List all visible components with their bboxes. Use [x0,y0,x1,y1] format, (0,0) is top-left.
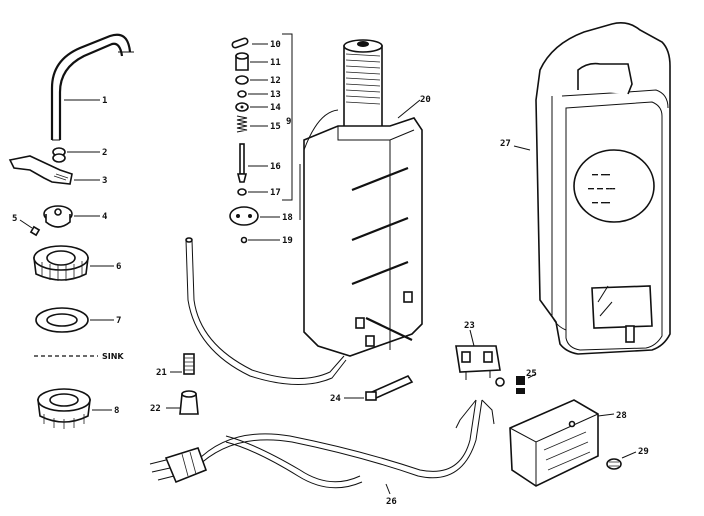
part-27-cover: ▬▬ ▬▬▬ ▬▬ ▬▬ ▬▬▬ ▬▬ ▬▬▬ [535,22,671,355]
part-15-spring [236,115,248,133]
leader-27 [513,145,531,151]
part-5-screw [29,225,41,237]
part-28-control-box [509,399,599,487]
callout-11: 11 [270,58,281,68]
callout-8: 8 [114,406,119,416]
callout-5: 5 [12,214,17,224]
callout-19: 19 [282,236,293,246]
part-8-lower-nut [37,388,91,429]
nameplate-line-3: ▬▬ ▬▬▬ [592,200,610,206]
callout-17: 17 [270,188,281,198]
callout-20: 20 [420,95,431,105]
part-11 [235,52,249,71]
callout-10: 10 [270,40,281,50]
leader-25 [527,373,537,379]
leader-28 [597,413,615,417]
leader-23 [469,329,475,347]
callout-2: 2 [102,148,107,158]
callout-9: 9 [286,117,291,127]
callout-1: 1 [102,96,107,106]
part-6-mounting-nut [33,245,89,281]
part-2-nut [52,147,66,163]
part-1-faucet-spout [50,33,134,141]
part-3-lever [8,155,73,185]
leader-26 [385,483,391,495]
part-22 [179,390,199,415]
callout-25: 25 [526,369,537,379]
part-25 [495,376,525,394]
part-29 [606,458,622,470]
callout-22: 22 [150,404,161,414]
bracket-9 [282,33,293,201]
part-19 [240,236,248,244]
callout-21: 21 [156,368,167,378]
nameplate-line-2: ▬▬ ▬▬ ▬▬▬ [588,186,615,192]
callout-12: 12 [270,76,281,86]
callout-4: 4 [102,212,108,222]
callout-3: 3 [102,176,107,186]
part-20-tank [299,39,423,357]
callout-6: 6 [116,262,121,272]
part-18-disc [229,206,259,226]
callout-29: 29 [638,447,649,457]
callout-16: 16 [270,162,281,172]
part-21 [183,353,195,375]
part-7-washer [35,307,89,333]
part-13 [237,90,247,98]
part-10 [231,37,249,49]
part-26-power-cord [149,399,495,489]
part-12 [235,75,249,85]
sink-label: SINK [102,352,124,361]
callout-13: 13 [270,90,281,100]
leader-5 [19,219,33,229]
part-16-stem [236,143,248,183]
callout-23: 23 [464,321,475,331]
callout-27: 27 [500,139,511,149]
part-17 [237,188,247,196]
leader-20 [397,99,421,119]
callout-18: 18 [282,213,293,223]
tube [185,239,347,385]
callout-28: 28 [616,411,627,421]
callout-14: 14 [270,103,281,113]
leader-29 [621,451,637,459]
part-4-cam [43,205,73,228]
part-24-terminal [365,374,414,401]
part-14 [235,102,249,112]
nameplate-line-1: ▬▬ ▬▬▬ [592,172,610,178]
part-23-switch [455,345,501,380]
callout-15: 15 [270,122,281,132]
callout-24: 24 [330,394,341,404]
callout-26: 26 [386,497,397,507]
callout-7: 7 [116,316,121,326]
